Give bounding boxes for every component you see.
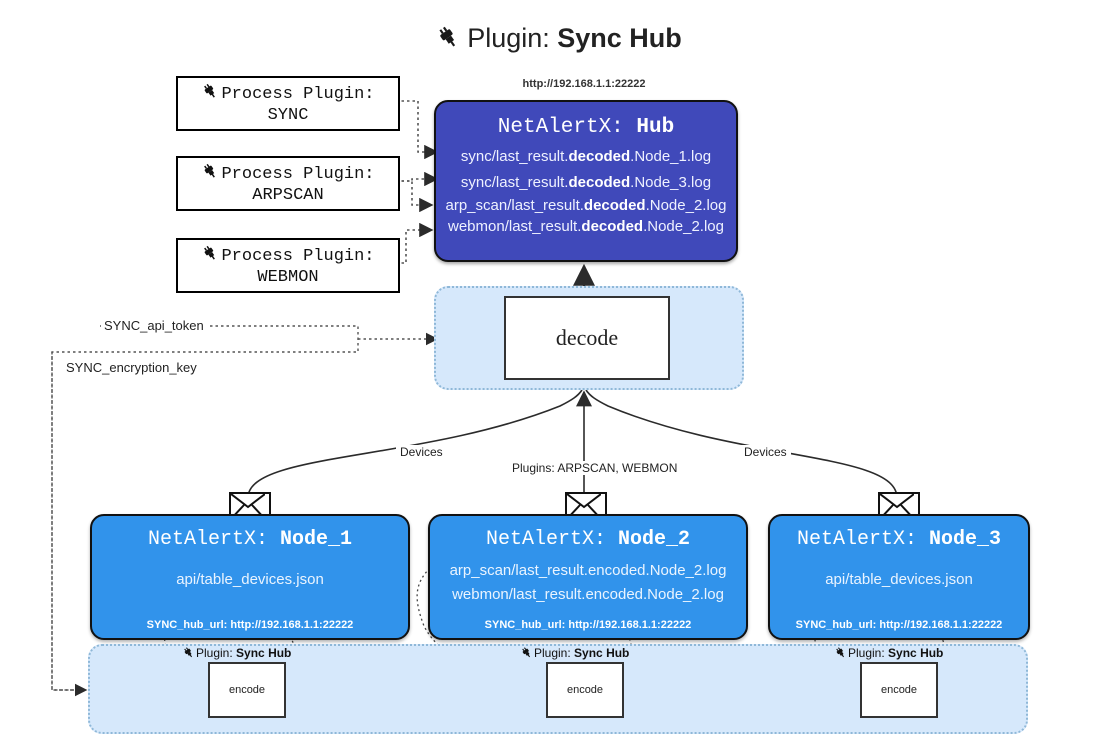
plugin-name: Sync Hub — [574, 646, 630, 660]
plug-icon — [435, 19, 461, 63]
label: Process Plugin: — [221, 165, 375, 184]
encode-box-1[interactable]: encode — [208, 662, 286, 718]
node-line: webmon/last_result.encoded.Node_2.log — [452, 586, 724, 603]
node-footer: SYNC_hub_url: http://192.168.1.1:22222 — [795, 619, 1003, 631]
plug-icon — [201, 244, 219, 268]
title-prefix: Plugin: — [467, 23, 550, 53]
hub-log-3: arp_scan/last_result.decoded.Node_2.log — [445, 197, 727, 214]
edge-label-devices-right: Devices — [740, 445, 791, 459]
node-title-name: Node_3 — [929, 528, 1002, 551]
hub-url-label: http://192.168.1.1:22222 — [522, 78, 646, 90]
plug-icon — [182, 646, 195, 662]
hub-log-2: sync/last_result.decoded.Node_3.log — [460, 174, 712, 191]
node-title: NetAlertX: Node_3 — [770, 528, 1028, 551]
plugin-name: Sync Hub — [236, 646, 292, 660]
hub-title: NetAlertX: Hub — [436, 116, 736, 139]
node-title: NetAlertX: Node_1 — [92, 528, 408, 551]
process-plugin-sync-line2: SYNC — [267, 106, 309, 125]
process-plugin-arpscan-line1: Process Plugin: — [201, 162, 375, 186]
label: Plugin: — [534, 646, 571, 660]
node-box-node-1[interactable]: NetAlertX: Node_1 api/table_devices.json… — [90, 514, 410, 640]
hub-title-name: Hub — [636, 116, 675, 139]
encoder-plugin-tag-3: Plugin: Sync Hub — [834, 646, 943, 662]
encoder-plugin-tag-2: Plugin: Sync Hub — [520, 646, 629, 662]
node-title: NetAlertX: Node_2 — [430, 528, 746, 551]
edge-label-devices-left: Devices — [396, 445, 447, 459]
node-footer: SYNC_hub_url: http://192.168.1.1:22222 — [484, 619, 692, 631]
process-plugin-webmon-line2: WEBMON — [257, 268, 319, 287]
encoder-plugin-tag-1: Plugin: Sync Hub — [182, 646, 291, 662]
node-title-name: Node_2 — [618, 528, 691, 551]
plug-icon — [834, 646, 847, 662]
node-line: api/table_devices.json — [176, 571, 324, 588]
title-name: Sync Hub — [557, 23, 682, 53]
encode-box-3[interactable]: encode — [860, 662, 938, 718]
encode-label: encode — [880, 684, 918, 696]
hub-box[interactable]: NetAlertX: Hub sync/last_result.decoded.… — [434, 100, 738, 262]
process-plugin-arpscan[interactable]: Process Plugin: ARPSCAN — [176, 156, 400, 211]
label: Process Plugin: — [221, 85, 375, 104]
plug-icon — [201, 162, 219, 186]
process-plugin-arpscan-line2: ARPSCAN — [252, 186, 324, 205]
process-plugin-sync[interactable]: Process Plugin: SYNC — [176, 76, 400, 131]
decode-box[interactable]: decode — [504, 296, 670, 380]
node-title-prefix: NetAlertX: — [796, 528, 917, 551]
label: Plugin: — [848, 646, 885, 660]
encode-label: encode — [566, 684, 604, 696]
node-title-prefix: NetAlertX: — [147, 528, 268, 551]
label: Process Plugin: — [221, 247, 375, 266]
node-box-node-2[interactable]: NetAlertX: Node_2 arp_scan/last_result.e… — [428, 514, 748, 640]
node-line: arp_scan/last_result.encoded.Node_2.log — [449, 562, 727, 579]
plug-icon — [520, 646, 533, 662]
plug-icon — [201, 82, 219, 106]
page-title: Plugin: Sync Hub — [0, 16, 1117, 63]
decode-label: decode — [555, 325, 619, 350]
sync-encryption-key-label: SYNC_encryption_key — [63, 360, 200, 375]
process-plugin-sync-line1: Process Plugin: — [201, 82, 375, 106]
hub-log-1: sync/last_result.decoded.Node_1.log — [460, 148, 712, 165]
encode-box-2[interactable]: encode — [546, 662, 624, 718]
node-footer: SYNC_hub_url: http://192.168.1.1:22222 — [146, 619, 354, 631]
node-title-prefix: NetAlertX: — [485, 528, 606, 551]
label: Plugin: — [196, 646, 233, 660]
encode-label: encode — [228, 684, 266, 696]
plugin-name: Sync Hub — [888, 646, 944, 660]
edge-label-plugins: Plugins: ARPSCAN, WEBMON — [508, 461, 682, 475]
process-plugin-webmon[interactable]: Process Plugin: WEBMON — [176, 238, 400, 293]
node-box-node-3[interactable]: NetAlertX: Node_3 api/table_devices.json… — [768, 514, 1030, 640]
node-title-name: Node_1 — [280, 528, 353, 551]
sync-api-token-label: SYNC_api_token — [101, 318, 207, 333]
process-plugin-webmon-line1: Process Plugin: — [201, 244, 375, 268]
node-line: api/table_devices.json — [825, 571, 973, 588]
hub-title-prefix: NetAlertX: — [497, 116, 624, 139]
hub-log-4: webmon/last_result.decoded.Node_2.log — [448, 218, 724, 235]
